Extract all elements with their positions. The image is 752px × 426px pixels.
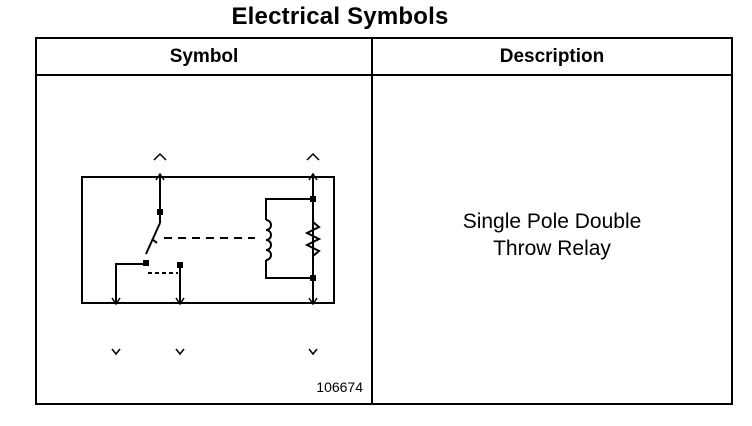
switch-pivot-dot <box>157 209 163 215</box>
single-pole-double-throw-relay-icon <box>81 152 335 356</box>
terminal-down-arrow-mid <box>175 348 185 356</box>
left-contact-dot <box>143 260 149 266</box>
arrowhead-down-mid <box>175 297 185 306</box>
right-contact-dot <box>177 262 183 268</box>
lower-junction-dot <box>310 275 316 281</box>
switch-blade <box>145 222 161 255</box>
coil-winding <box>265 219 272 261</box>
upper-junction-dot <box>310 196 316 202</box>
page-title: Electrical Symbols <box>231 3 449 30</box>
arrowhead-up-right <box>308 172 318 181</box>
symbols-table: Symbol Description <box>35 37 733 405</box>
coil-top-lead <box>265 198 314 238</box>
description-column-header: Description <box>499 46 605 67</box>
arrowhead-up <box>155 172 165 181</box>
terminal-up-arrow <box>153 152 167 161</box>
symbol-cell: 106674 <box>37 76 371 403</box>
symbol-column-header: Symbol <box>169 46 239 67</box>
left-contact-lead <box>115 263 146 304</box>
switch-blade-tick <box>151 238 158 244</box>
description-line-2: Throw Relay <box>493 236 611 260</box>
arrowhead-down-left <box>111 297 121 306</box>
terminal-down-arrow-right <box>308 348 318 356</box>
description-line-1: Single Pole Double <box>462 209 642 233</box>
terminal-up-arrow-right <box>306 152 320 161</box>
arrowhead-down-right <box>308 297 318 306</box>
coil-bottom-lead <box>265 260 313 279</box>
column-divider <box>371 39 373 403</box>
resistor-zigzag <box>304 219 322 278</box>
description-cell: Single Pole Double Throw Relay <box>373 76 731 403</box>
figure-number: 106674 <box>316 379 363 395</box>
relay-outline <box>81 176 335 304</box>
terminal-down-arrow-left <box>111 348 121 356</box>
table-header-row: Symbol Description <box>37 39 731 76</box>
